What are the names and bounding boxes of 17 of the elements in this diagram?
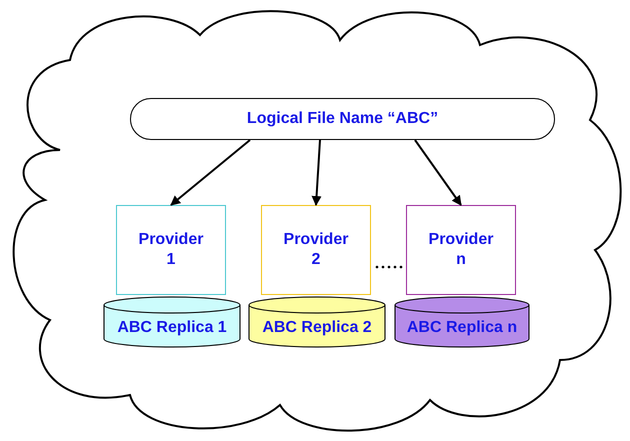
arrow (312, 140, 322, 206)
node-label: Provider n (428, 230, 494, 270)
node-label: ABC Replica n (406, 319, 518, 336)
pill-shape (130, 98, 555, 140)
node-label: Provider 2 (282, 230, 350, 270)
node-label: Provider 1 (138, 230, 204, 270)
provider-box (261, 205, 371, 295)
provider-box (116, 205, 226, 295)
provider-box (406, 205, 516, 295)
node-label: ABC Replica 1 (117, 319, 227, 336)
arrow (414, 139, 462, 206)
database-cylinder (394, 296, 530, 348)
arrow (170, 139, 251, 206)
node-label: Logical File Name “ABC” (246, 109, 438, 129)
node-label: ABC Replica 2 (262, 319, 372, 336)
database-cylinder (103, 296, 241, 348)
database-cylinder (248, 296, 386, 348)
